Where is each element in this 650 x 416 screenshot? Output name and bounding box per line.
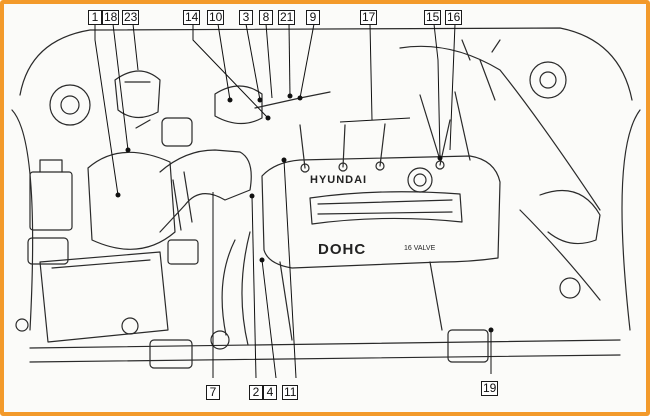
hood-outline: [19, 27, 633, 101]
callout-18: 18: [102, 10, 120, 25]
reservoir-cap: [114, 70, 161, 119]
callout-16: 16: [445, 10, 463, 25]
relay-box: [29, 171, 73, 231]
right-fender: [621, 109, 641, 331]
right-hoses: [419, 59, 496, 161]
callout-21: 21: [278, 10, 296, 25]
brand-engraving: HYUNDAI: [310, 174, 367, 186]
callout-7: 7: [206, 385, 220, 400]
callout-1: 1: [88, 10, 102, 25]
callout-19: 19: [481, 381, 499, 396]
callout-9: 9: [306, 10, 320, 25]
callout-17: 17: [360, 10, 378, 25]
oil-filler-cap: [407, 167, 433, 193]
callout-14: 14: [183, 10, 201, 25]
front-crossmember: [29, 339, 621, 349]
oil-filler: [161, 117, 193, 147]
intake-duct: [159, 149, 252, 233]
callout-23: 23: [122, 10, 140, 25]
air-cleaner-housing: [87, 151, 176, 250]
battery: [39, 251, 169, 343]
callout-15: 15: [424, 10, 442, 25]
throttle-body: [214, 85, 263, 125]
callout-8: 8: [259, 10, 273, 25]
engine-engraving: DOHC: [318, 241, 366, 258]
callout-10: 10: [207, 10, 225, 25]
callout-3: 3: [239, 10, 253, 25]
cylinder-head-cover: [261, 155, 501, 269]
callout-11: 11: [282, 385, 299, 400]
callout-2: 2: [249, 385, 263, 400]
valve-engraving: 16 VALVE: [404, 245, 436, 252]
callout-4: 4: [263, 385, 277, 400]
left-strut-tower: [49, 84, 91, 126]
right-strut-tower: [529, 61, 567, 99]
